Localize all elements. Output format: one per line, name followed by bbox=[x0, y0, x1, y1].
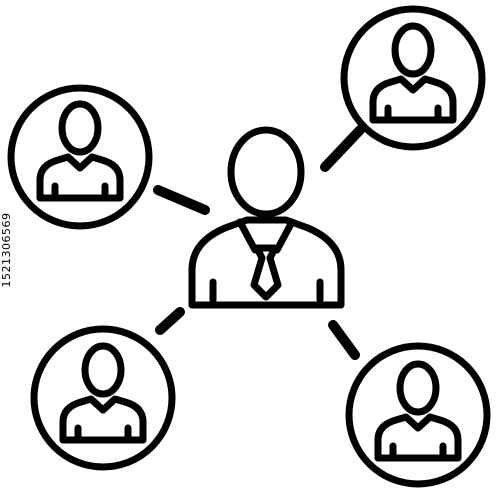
member-bottom-right-body bbox=[374, 413, 462, 462]
member-top-right-arms bbox=[384, 104, 442, 122]
connector-top-right bbox=[320, 125, 365, 172]
central-person-tie bbox=[250, 244, 282, 301]
central-person-collar bbox=[236, 218, 296, 254]
member-bottom-left-icon bbox=[30, 325, 176, 471]
central-person-body bbox=[188, 216, 345, 309]
member-bottom-left-circle bbox=[30, 325, 176, 471]
member-bottom-left-head bbox=[81, 342, 125, 398]
connector-lines bbox=[153, 125, 365, 360]
member-bottom-right-icon bbox=[345, 342, 491, 488]
member-top-right-icon bbox=[340, 5, 486, 151]
member-top-right-head bbox=[391, 22, 435, 78]
member-top-left-arms bbox=[51, 182, 109, 200]
connector-top-left bbox=[153, 185, 210, 215]
member-top-left-body bbox=[36, 153, 124, 202]
member-bottom-left-arms bbox=[74, 424, 132, 442]
member-bottom-left-body bbox=[59, 395, 147, 444]
member-top-left-icon bbox=[7, 84, 153, 230]
member-bottom-right-circle bbox=[345, 342, 491, 488]
member-top-right-body bbox=[369, 75, 457, 124]
member-bottom-right-arms bbox=[389, 442, 447, 460]
stock-id-watermark: 1521306569 bbox=[0, 212, 13, 288]
member-top-left-circle bbox=[7, 84, 153, 230]
connector-bottom-left bbox=[155, 307, 185, 335]
member-top-right-circle bbox=[340, 5, 486, 151]
central-person-head bbox=[227, 126, 305, 218]
central-person-icon bbox=[188, 126, 345, 309]
connector-bottom-right bbox=[328, 320, 360, 360]
member-top-left-head bbox=[58, 100, 102, 156]
member-bottom-right-head bbox=[396, 360, 440, 416]
